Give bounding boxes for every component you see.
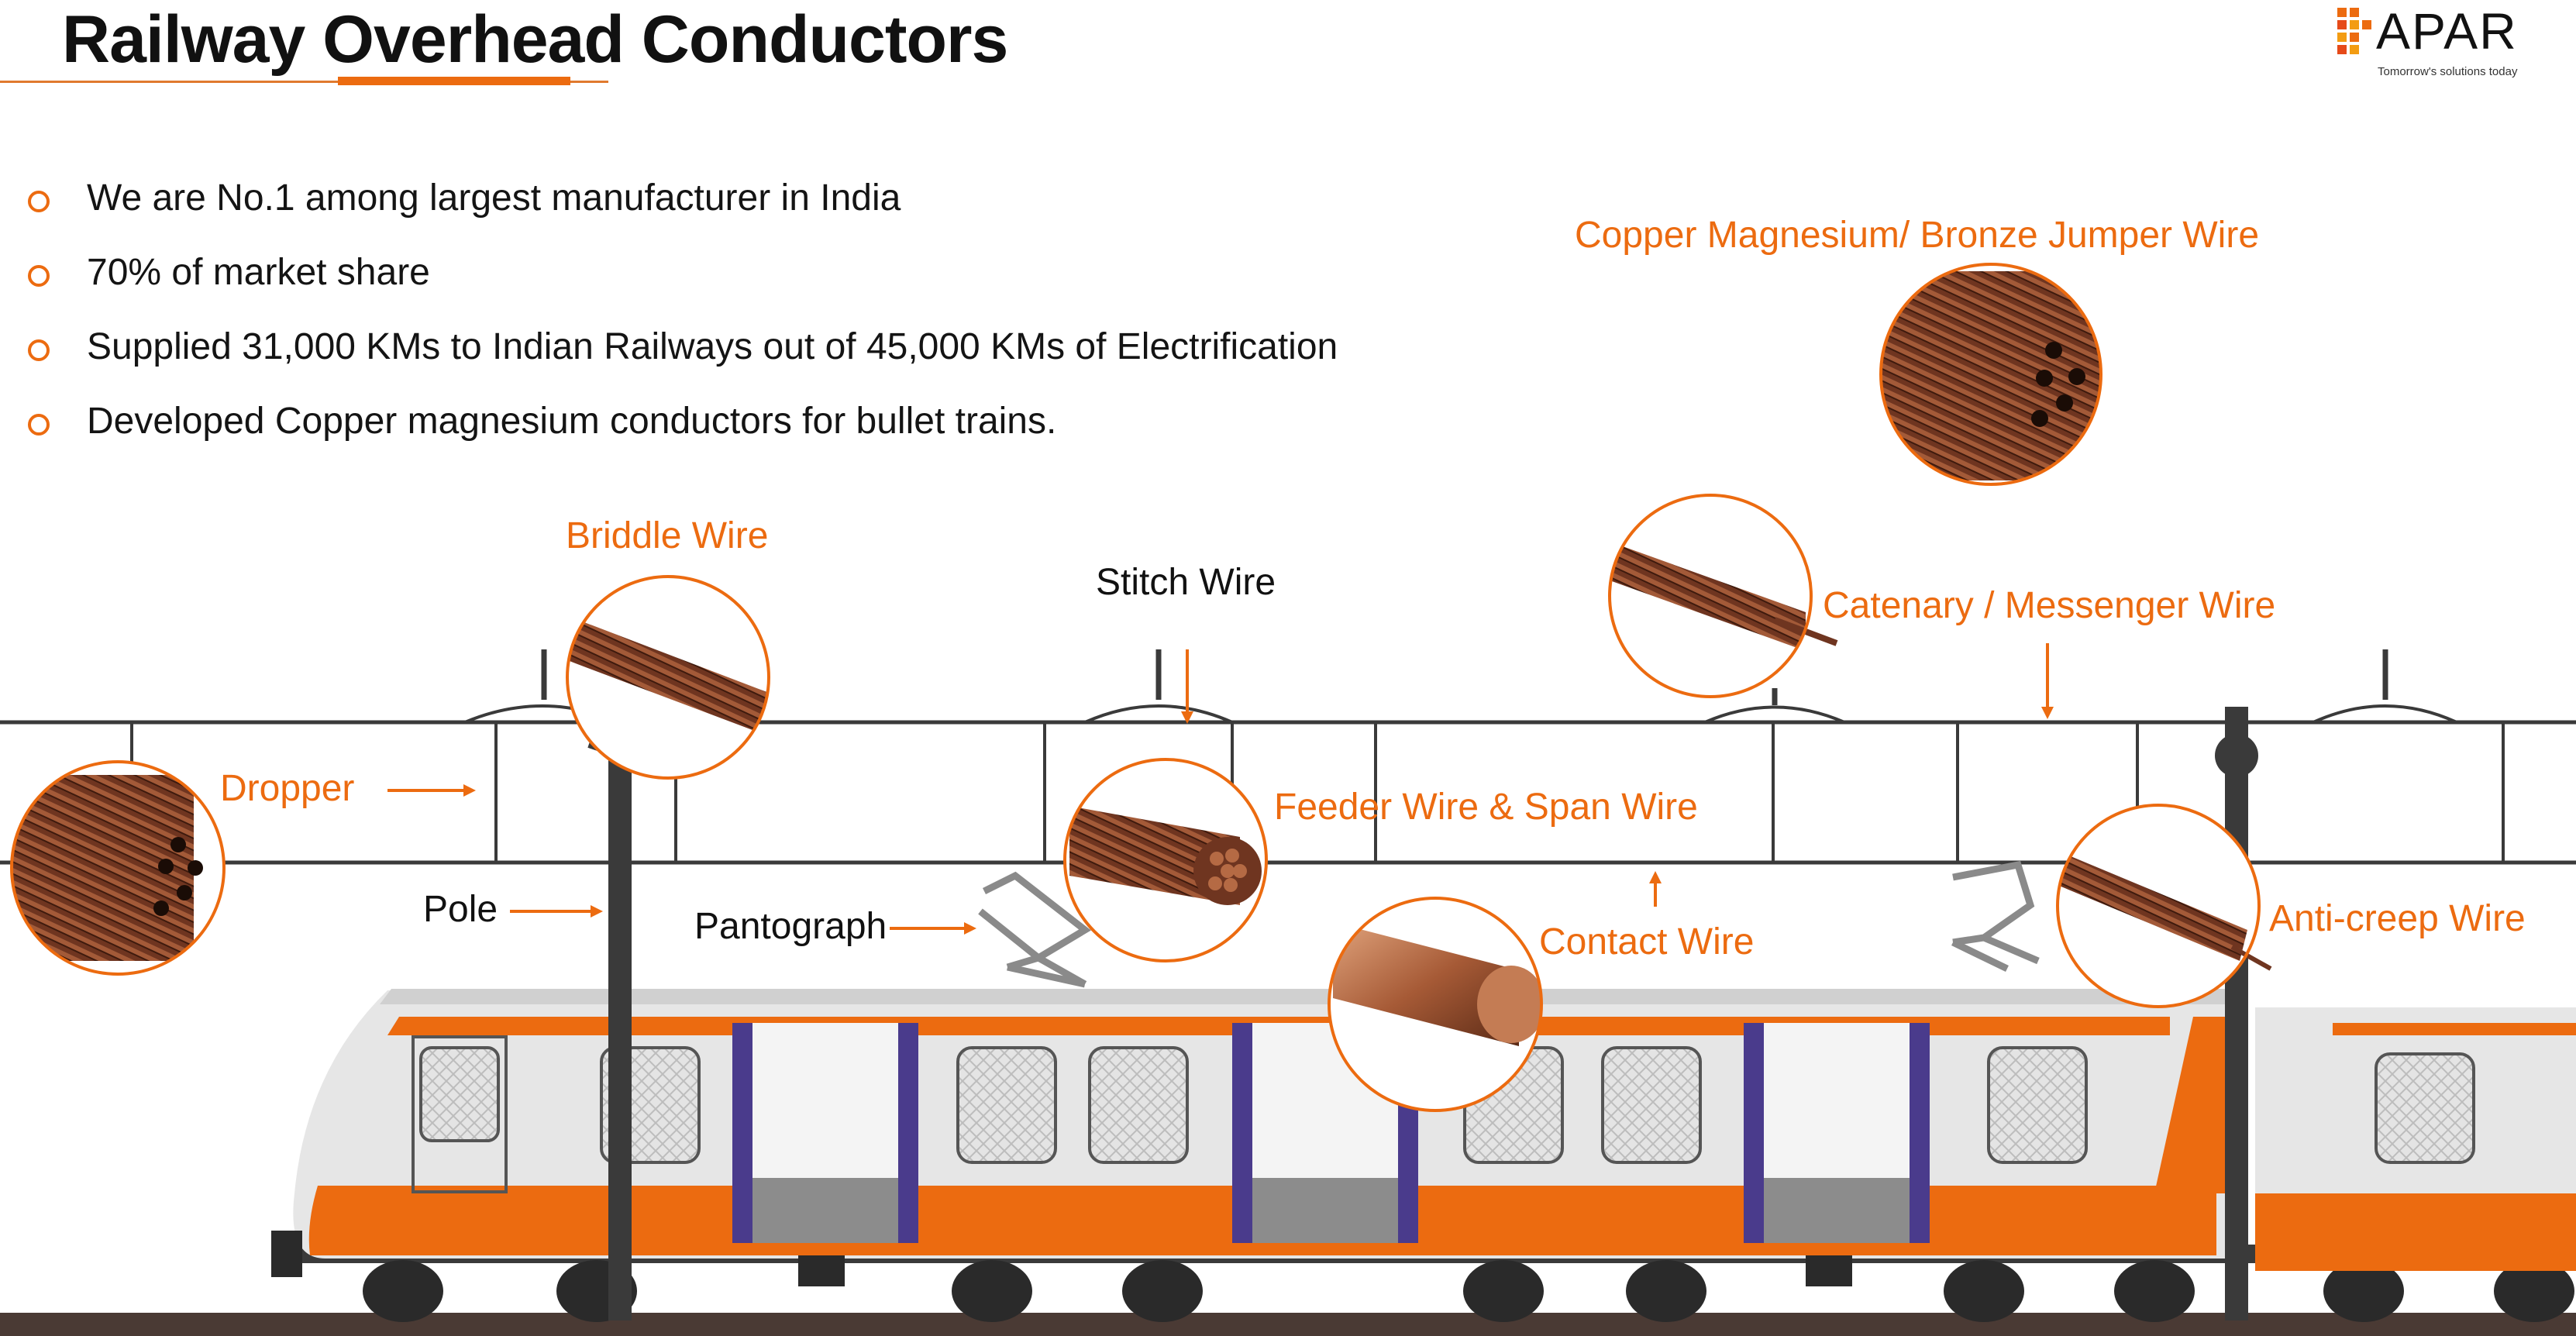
bullet-circle-icon	[28, 265, 50, 287]
dropper-wire-callout	[10, 760, 226, 976]
pantographs	[978, 860, 2040, 988]
logo-tagline: Tomorrow's solutions today	[2378, 65, 2518, 78]
jumper-wire-callout	[1879, 263, 2102, 486]
apar-logo-mark-icon	[2337, 8, 2371, 54]
label-bridle-wire: Briddle Wire	[566, 515, 769, 556]
label-arrows	[387, 643, 2054, 935]
list-item-text: 70% of market share	[87, 252, 430, 293]
logo-wordmark: APAR	[2376, 2, 2518, 60]
label-contact-wire: Contact Wire	[1539, 921, 1755, 962]
bullet-circle-icon	[28, 191, 50, 212]
label-feeder-wire: Feeder Wire & Span Wire	[1274, 787, 1698, 828]
list-item-text: Developed Copper magnesium conductors fo…	[87, 401, 1057, 442]
page-title: Railway Overhead Conductors	[62, 2, 1008, 77]
list-item: 70% of market share	[25, 243, 1338, 318]
stitch-wires	[464, 704, 2457, 724]
anticreep-wire-callout	[2056, 804, 2272, 1008]
label-anticreep-wire: Anti-creep Wire	[2269, 898, 2526, 939]
bullet-circle-icon	[28, 414, 50, 436]
contact-wire-callout	[1328, 897, 1543, 1112]
list-item: Developed Copper magnesium conductors fo…	[25, 392, 1338, 467]
pole-left	[608, 753, 632, 1321]
list-item: We are No.1 among largest manufacturer i…	[25, 169, 1338, 243]
overhead-line-system	[0, 649, 2576, 865]
bullet-circle-icon	[28, 339, 50, 361]
feeder-wire-callout	[1063, 758, 1268, 962]
dropper-wires	[130, 722, 2505, 863]
hangers	[541, 649, 2388, 705]
label-dropper: Dropper	[220, 768, 355, 809]
label-stitch-wire: Stitch Wire	[1096, 562, 1276, 603]
catenary-wire-callout	[1608, 494, 1838, 698]
pole-right	[2225, 707, 2248, 1321]
couplers	[271, 1231, 1852, 1286]
label-jumper-wire: Copper Magnesium/ Bronze Jumper Wire	[1575, 215, 2260, 256]
apar-logo: APAR Tomorrow's solutions today	[2337, 2, 2539, 81]
bridle-wire-callout	[566, 575, 770, 780]
train-windows	[419, 1046, 2475, 1164]
label-catenary-wire: Catenary / Messenger Wire	[1823, 585, 2276, 626]
wheels	[363, 1260, 2574, 1322]
list-item-text: Supplied 31,000 KMs to Indian Railways o…	[87, 326, 1338, 367]
label-pantograph: Pantograph	[694, 906, 887, 947]
cab-door	[412, 1035, 508, 1193]
list-item-text: We are No.1 among largest manufacturer i…	[87, 177, 901, 219]
train	[0, 989, 2576, 1336]
title-accent-bar	[338, 77, 570, 85]
train-doors	[732, 1023, 1930, 1243]
label-pole: Pole	[423, 889, 498, 930]
feature-list: We are No.1 among largest manufacturer i…	[25, 169, 1338, 467]
title-underline	[0, 81, 608, 83]
list-item: Supplied 31,000 KMs to Indian Railways o…	[25, 318, 1338, 392]
